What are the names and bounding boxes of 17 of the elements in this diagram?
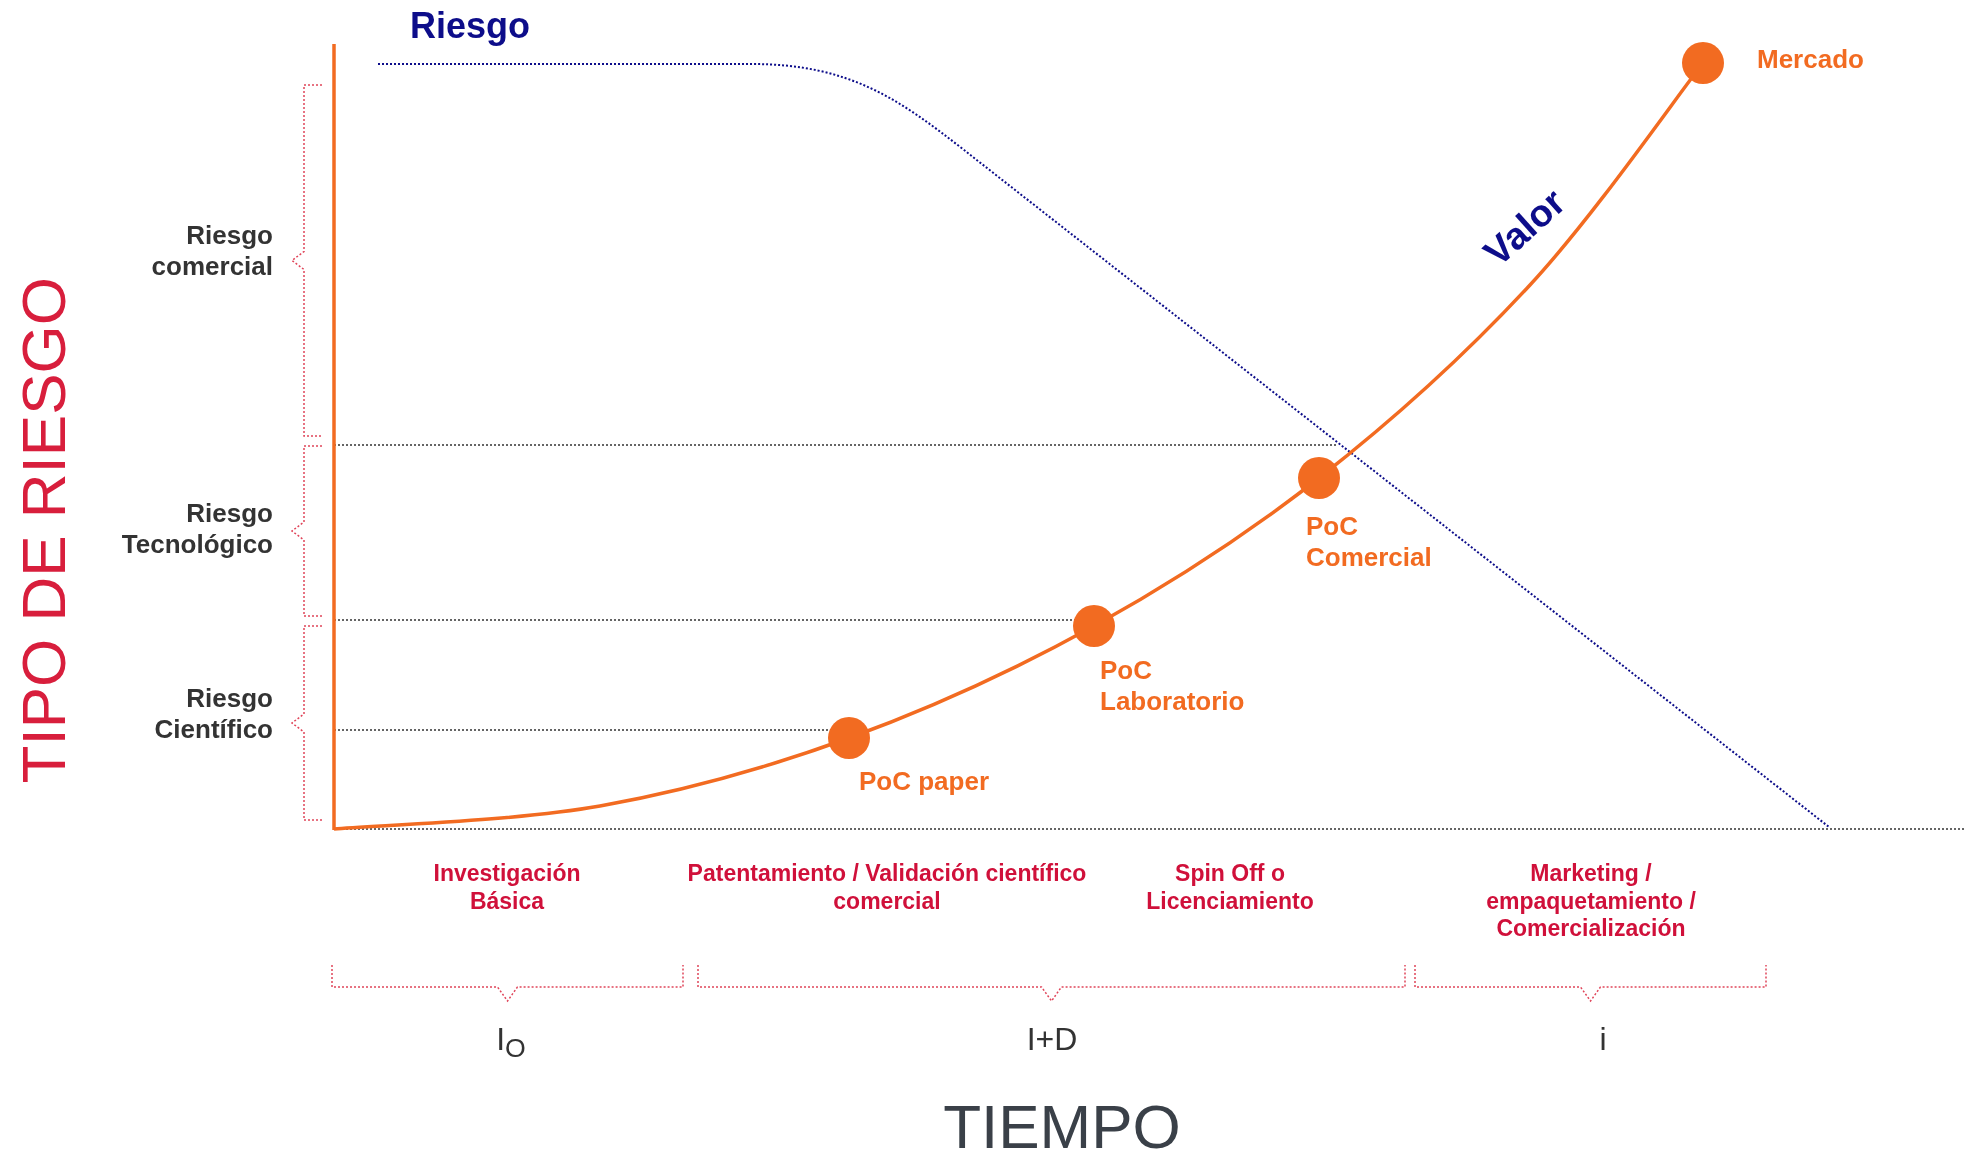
- point-label: PoC paper: [859, 766, 991, 798]
- phase-label: Patentamiento / Validación científico comercial: [686, 860, 1088, 916]
- point-label: Mercado: [1757, 44, 1865, 76]
- curve-label: Riesgo: [409, 4, 531, 48]
- phase-label: Spin Off o Licenciamiento: [1145, 860, 1315, 916]
- stage-label: I+D: [1025, 1020, 1079, 1059]
- risk-type-label: Riesgo comercial: [150, 220, 273, 283]
- axis-title: TIPO DE RIESGO: [7, 276, 79, 786]
- phase-label: Marketing / empaquetamiento / Comercialización: [1485, 860, 1697, 943]
- risk-type-label: Riesgo Científico: [153, 683, 273, 746]
- risk-type-label: Riesgo Tecnológico: [120, 498, 273, 561]
- phase-label: Investigación Básica: [432, 860, 582, 916]
- point-label: PoC Laboratorio: [1100, 655, 1246, 718]
- stage-label: I$_{O}$: [495, 1020, 527, 1065]
- axis-title: TIEMPO: [942, 1091, 1182, 1162]
- point-label: PoC Comercial: [1306, 511, 1433, 574]
- stage-label: i: [1598, 1020, 1608, 1059]
